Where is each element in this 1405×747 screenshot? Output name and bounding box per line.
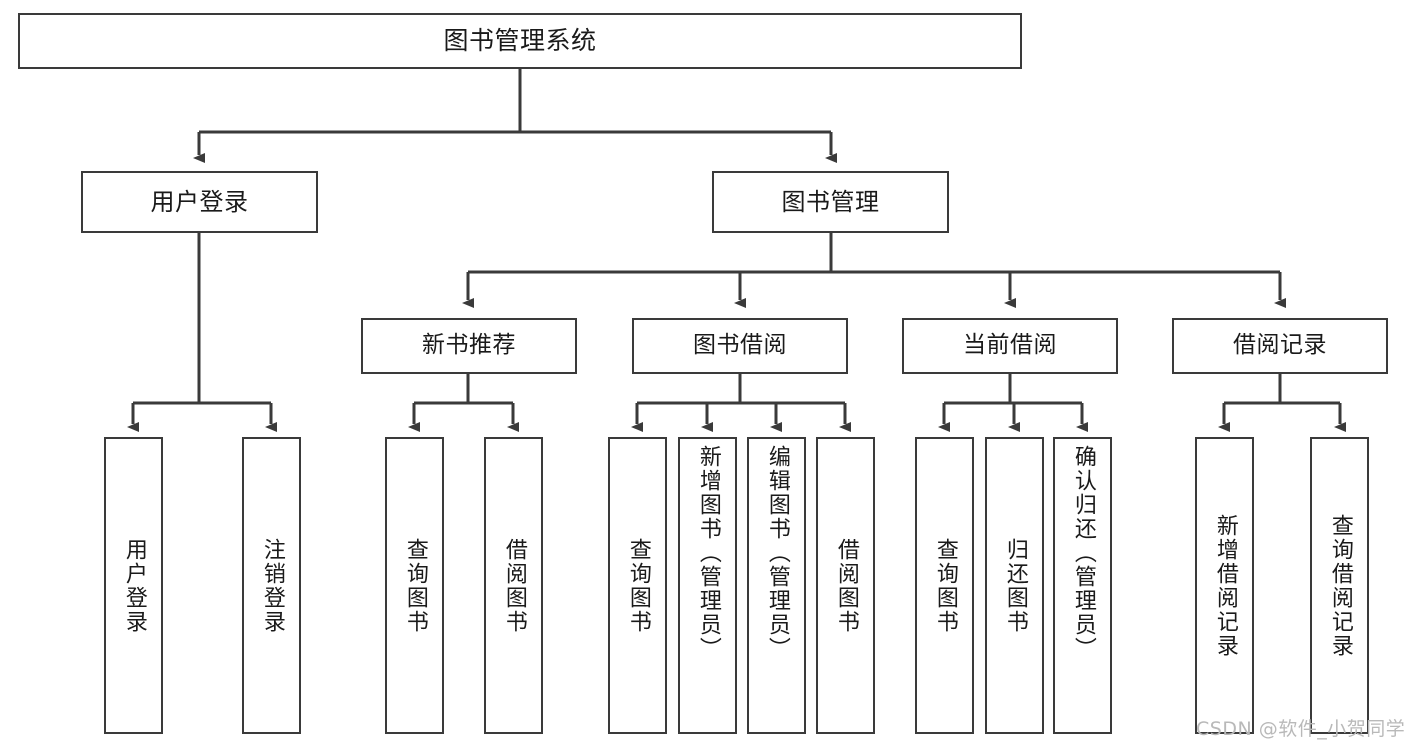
leaf-cur-confirm-label: 确认归还（管理员） bbox=[1070, 445, 1096, 661]
leaf-rec-query-label: 查询图书 bbox=[402, 537, 428, 634]
leaf-borrow-lend[interactable]: 借阅图书 bbox=[816, 437, 875, 734]
node-borrow-record[interactable]: 借阅记录 bbox=[1172, 318, 1388, 374]
leaf-rec-borrow-label: 借阅图书 bbox=[501, 537, 527, 634]
leaf-borrow-add-label: 新增图书（管理员） bbox=[695, 445, 721, 661]
leaf-cur-return[interactable]: 归还图书 bbox=[985, 437, 1044, 734]
leaf-cur-query[interactable]: 查询图书 bbox=[915, 437, 974, 734]
leaf-borrow-add[interactable]: 新增图书（管理员） bbox=[678, 437, 737, 734]
node-new-book-rec[interactable]: 新书推荐 bbox=[361, 318, 577, 374]
node-current-borrow[interactable]: 当前借阅 bbox=[902, 318, 1118, 374]
node-user-login-label: 用户登录 bbox=[150, 187, 249, 216]
leaf-borrow-edit[interactable]: 编辑图书（管理员） bbox=[747, 437, 806, 734]
leaf-rec-query[interactable]: 查询图书 bbox=[385, 437, 444, 734]
node-book-manage-label: 图书管理 bbox=[781, 187, 880, 216]
node-user-login[interactable]: 用户登录 bbox=[81, 171, 318, 233]
node-root[interactable]: 图书管理系统 bbox=[18, 13, 1022, 69]
node-borrow-record-label: 借阅记录 bbox=[1233, 332, 1327, 359]
leaf-user-logout-label: 注销登录 bbox=[259, 537, 285, 634]
node-current-borrow-label: 当前借阅 bbox=[963, 332, 1057, 359]
leaf-user-login[interactable]: 用户登录 bbox=[104, 437, 163, 734]
leaf-user-logout[interactable]: 注销登录 bbox=[242, 437, 301, 734]
leaf-borrow-query-label: 查询图书 bbox=[625, 537, 651, 634]
leaf-cur-confirm[interactable]: 确认归还（管理员） bbox=[1053, 437, 1112, 734]
leaf-record-query-label: 查询借阅记录 bbox=[1327, 513, 1353, 658]
node-new-book-rec-label: 新书推荐 bbox=[422, 332, 516, 359]
node-book-borrow-label: 图书借阅 bbox=[693, 332, 787, 359]
leaf-record-query[interactable]: 查询借阅记录 bbox=[1310, 437, 1369, 734]
leaf-record-add-label: 新增借阅记录 bbox=[1212, 513, 1238, 658]
node-book-manage[interactable]: 图书管理 bbox=[712, 171, 949, 233]
leaf-cur-query-label: 查询图书 bbox=[932, 537, 958, 634]
node-root-label: 图书管理系统 bbox=[443, 26, 597, 55]
csdn-watermark: CSDN @软件_小贺同学 bbox=[1196, 718, 1405, 740]
leaf-borrow-lend-label: 借阅图书 bbox=[833, 537, 859, 634]
leaf-borrow-query[interactable]: 查询图书 bbox=[608, 437, 667, 734]
leaf-record-add[interactable]: 新增借阅记录 bbox=[1195, 437, 1254, 734]
leaf-user-login-label: 用户登录 bbox=[121, 537, 147, 634]
node-book-borrow[interactable]: 图书借阅 bbox=[632, 318, 848, 374]
leaf-rec-borrow[interactable]: 借阅图书 bbox=[484, 437, 543, 734]
leaf-borrow-edit-label: 编辑图书（管理员） bbox=[764, 445, 790, 661]
leaf-cur-return-label: 归还图书 bbox=[1002, 537, 1028, 634]
